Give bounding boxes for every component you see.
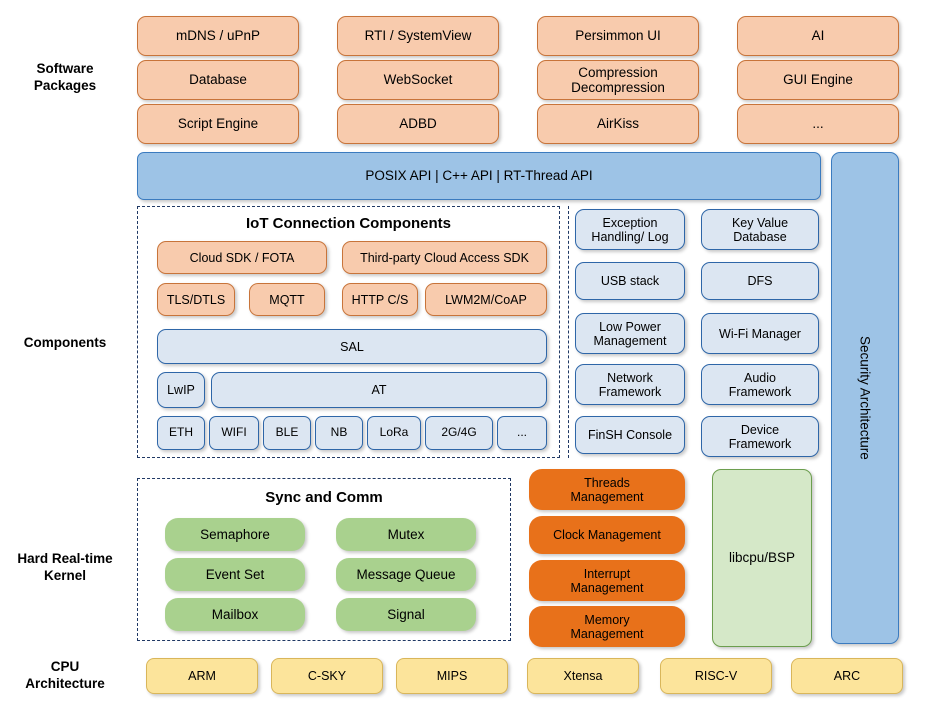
- software-package-box[interactable]: AI: [737, 16, 899, 56]
- sync-and-comm-frame: [137, 478, 511, 641]
- software-package-box[interactable]: GUI Engine: [737, 60, 899, 100]
- iot-link-box[interactable]: WIFI: [209, 416, 259, 450]
- cpu-arch-box[interactable]: C-SKY: [271, 658, 383, 694]
- component-box[interactable]: DFS: [701, 262, 819, 300]
- iot-lwip-box[interactable]: LwIP: [157, 372, 205, 408]
- iot-sdk-box[interactable]: Third-party Cloud Access SDK: [342, 241, 547, 274]
- row-label-software-packages: Software Packages: [33, 61, 97, 93]
- software-package-box[interactable]: Script Engine: [137, 104, 299, 144]
- software-package-box[interactable]: ADBD: [337, 104, 499, 144]
- software-package-box[interactable]: ...: [737, 104, 899, 144]
- cpu-arch-box[interactable]: Xtensa: [527, 658, 639, 694]
- iot-sal-box[interactable]: SAL: [157, 329, 547, 364]
- kernel-management-box[interactable]: Memory Management: [529, 606, 685, 647]
- api-bar[interactable]: POSIX API | C++ API | RT-Thread API: [137, 152, 821, 200]
- kernel-management-box[interactable]: Clock Management: [529, 516, 685, 554]
- sync-primitive-box[interactable]: Signal: [336, 598, 476, 631]
- components-right-frame: [568, 206, 820, 458]
- iot-link-box[interactable]: ETH: [157, 416, 205, 450]
- cpu-arch-box[interactable]: RISC-V: [660, 658, 772, 694]
- software-package-box[interactable]: Compression Decompression: [537, 60, 699, 100]
- sync-primitive-box[interactable]: Message Queue: [336, 558, 476, 591]
- row-label-components: Components: [23, 335, 107, 350]
- cpu-arch-box[interactable]: MIPS: [396, 658, 508, 694]
- iot-link-box[interactable]: ...: [497, 416, 547, 450]
- security-architecture-column[interactable]: Security Architecture: [831, 152, 899, 644]
- iot-sdk-box[interactable]: Cloud SDK / FOTA: [157, 241, 327, 274]
- iot-protocol-box[interactable]: MQTT: [249, 283, 325, 316]
- security-architecture-label: Security Architecture: [857, 336, 873, 460]
- sync-primitive-box[interactable]: Mutex: [336, 518, 476, 551]
- component-box[interactable]: Exception Handling/ Log: [575, 209, 685, 250]
- sync-primitive-box[interactable]: Event Set: [165, 558, 305, 591]
- kernel-management-box[interactable]: Threads Management: [529, 469, 685, 510]
- component-box[interactable]: Key Value Database: [701, 209, 819, 250]
- software-package-box[interactable]: AirKiss: [537, 104, 699, 144]
- iot-protocol-box[interactable]: LWM2M/CoAP: [425, 283, 547, 316]
- cpu-arch-box[interactable]: ARC: [791, 658, 903, 694]
- kernel-management-box[interactable]: Interrupt Management: [529, 560, 685, 601]
- iot-link-box[interactable]: 2G/4G: [425, 416, 493, 450]
- iot-protocol-box[interactable]: HTTP C/S: [342, 283, 418, 316]
- component-box[interactable]: Device Framework: [701, 416, 819, 457]
- iot-link-box[interactable]: NB: [315, 416, 363, 450]
- component-box[interactable]: Network Framework: [575, 364, 685, 405]
- iot-connection-components-frame: [137, 206, 560, 458]
- component-box[interactable]: USB stack: [575, 262, 685, 300]
- component-box[interactable]: Low Power Management: [575, 313, 685, 354]
- software-package-box[interactable]: WebSocket: [337, 60, 499, 100]
- iot-link-box[interactable]: LoRa: [367, 416, 421, 450]
- component-box[interactable]: Audio Framework: [701, 364, 819, 405]
- sync-primitive-box[interactable]: Semaphore: [165, 518, 305, 551]
- libcpu-bsp-box[interactable]: libcpu/BSP: [712, 469, 812, 647]
- iot-connection-components-title: IoT Connection Components: [246, 215, 451, 232]
- component-box[interactable]: FinSH Console: [575, 416, 685, 454]
- iot-link-box[interactable]: BLE: [263, 416, 311, 450]
- row-label-kernel: Hard Real-time Kernel: [17, 551, 113, 583]
- sync-and-comm-title: Sync and Comm: [265, 489, 383, 506]
- row-label-cpu-architecture: CPU Architecture: [25, 659, 105, 691]
- sync-primitive-box[interactable]: Mailbox: [165, 598, 305, 631]
- software-package-box[interactable]: Persimmon UI: [537, 16, 699, 56]
- software-package-box[interactable]: RTI / SystemView: [337, 16, 499, 56]
- iot-protocol-box[interactable]: TLS/DTLS: [157, 283, 235, 316]
- iot-at-box[interactable]: AT: [211, 372, 547, 408]
- cpu-arch-box[interactable]: ARM: [146, 658, 258, 694]
- software-package-box[interactable]: mDNS / uPnP: [137, 16, 299, 56]
- software-package-box[interactable]: Database: [137, 60, 299, 100]
- component-box[interactable]: Wi-Fi Manager: [701, 313, 819, 354]
